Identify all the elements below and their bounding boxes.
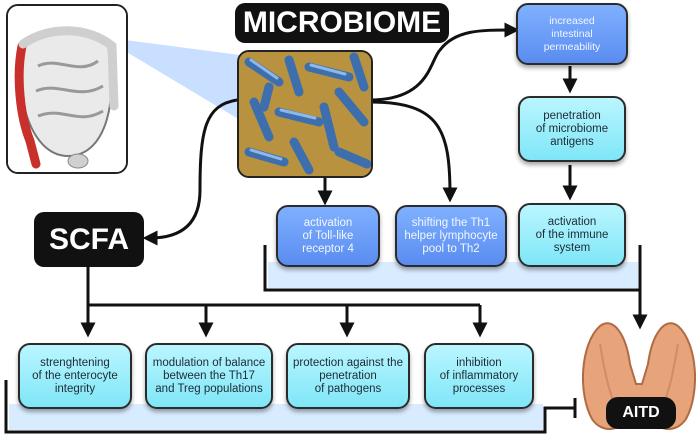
intestine-illustration-icon <box>8 6 126 172</box>
penetration-antigens-label: penetration of microbiome antigens <box>535 109 609 148</box>
scfa-title: SCFA <box>34 212 144 267</box>
protection-node: protection against the penetration of pa… <box>286 343 410 409</box>
strengthening-label: strenghtening of the enterocyte integrit… <box>32 356 118 395</box>
bacteria-micrograph-icon <box>239 52 371 176</box>
increased-permeability-node: increased intestinal permeability <box>516 3 628 65</box>
shifting-th1-node: shifting the Th1 helper lymphocyte pool … <box>395 205 507 267</box>
protection-label: protection against the penetration of pa… <box>293 356 403 395</box>
aitd-title: AITD <box>606 397 676 429</box>
modulation-label: modulation of balance between the Th17 a… <box>152 356 266 395</box>
shifting-th1-label: shifting the Th1 helper lymphocyte pool … <box>404 216 498 255</box>
inhibition-label: inhibition of inflammatory processes <box>439 356 519 395</box>
inhibition-node: inhibition of inflammatory processes <box>424 343 534 409</box>
aitd-title-text: AITD <box>622 404 660 421</box>
activation-immune-node: activation of the immune system <box>518 203 626 267</box>
modulation-node: modulation of balance between the Th17 a… <box>145 343 273 409</box>
microbiome-title-text: MICROBIOME <box>242 6 442 39</box>
strengthening-node: strenghtening of the enterocyte integrit… <box>18 343 132 409</box>
activation-immune-label: activation of the immune system <box>535 215 609 254</box>
microbiome-title: MICROBIOME <box>235 3 449 43</box>
activation-tlr4-label: activation of Toll-like receptor 4 <box>302 216 354 255</box>
intestine-inset <box>6 4 128 174</box>
scfa-title-text: SCFA <box>48 222 129 256</box>
penetration-antigens-node: penetration of microbiome antigens <box>518 96 626 162</box>
increased-permeability-label: increased intestinal permeability <box>543 14 601 53</box>
bacteria-inset <box>237 50 373 178</box>
activation-tlr4-node: activation of Toll-like receptor 4 <box>276 205 380 267</box>
